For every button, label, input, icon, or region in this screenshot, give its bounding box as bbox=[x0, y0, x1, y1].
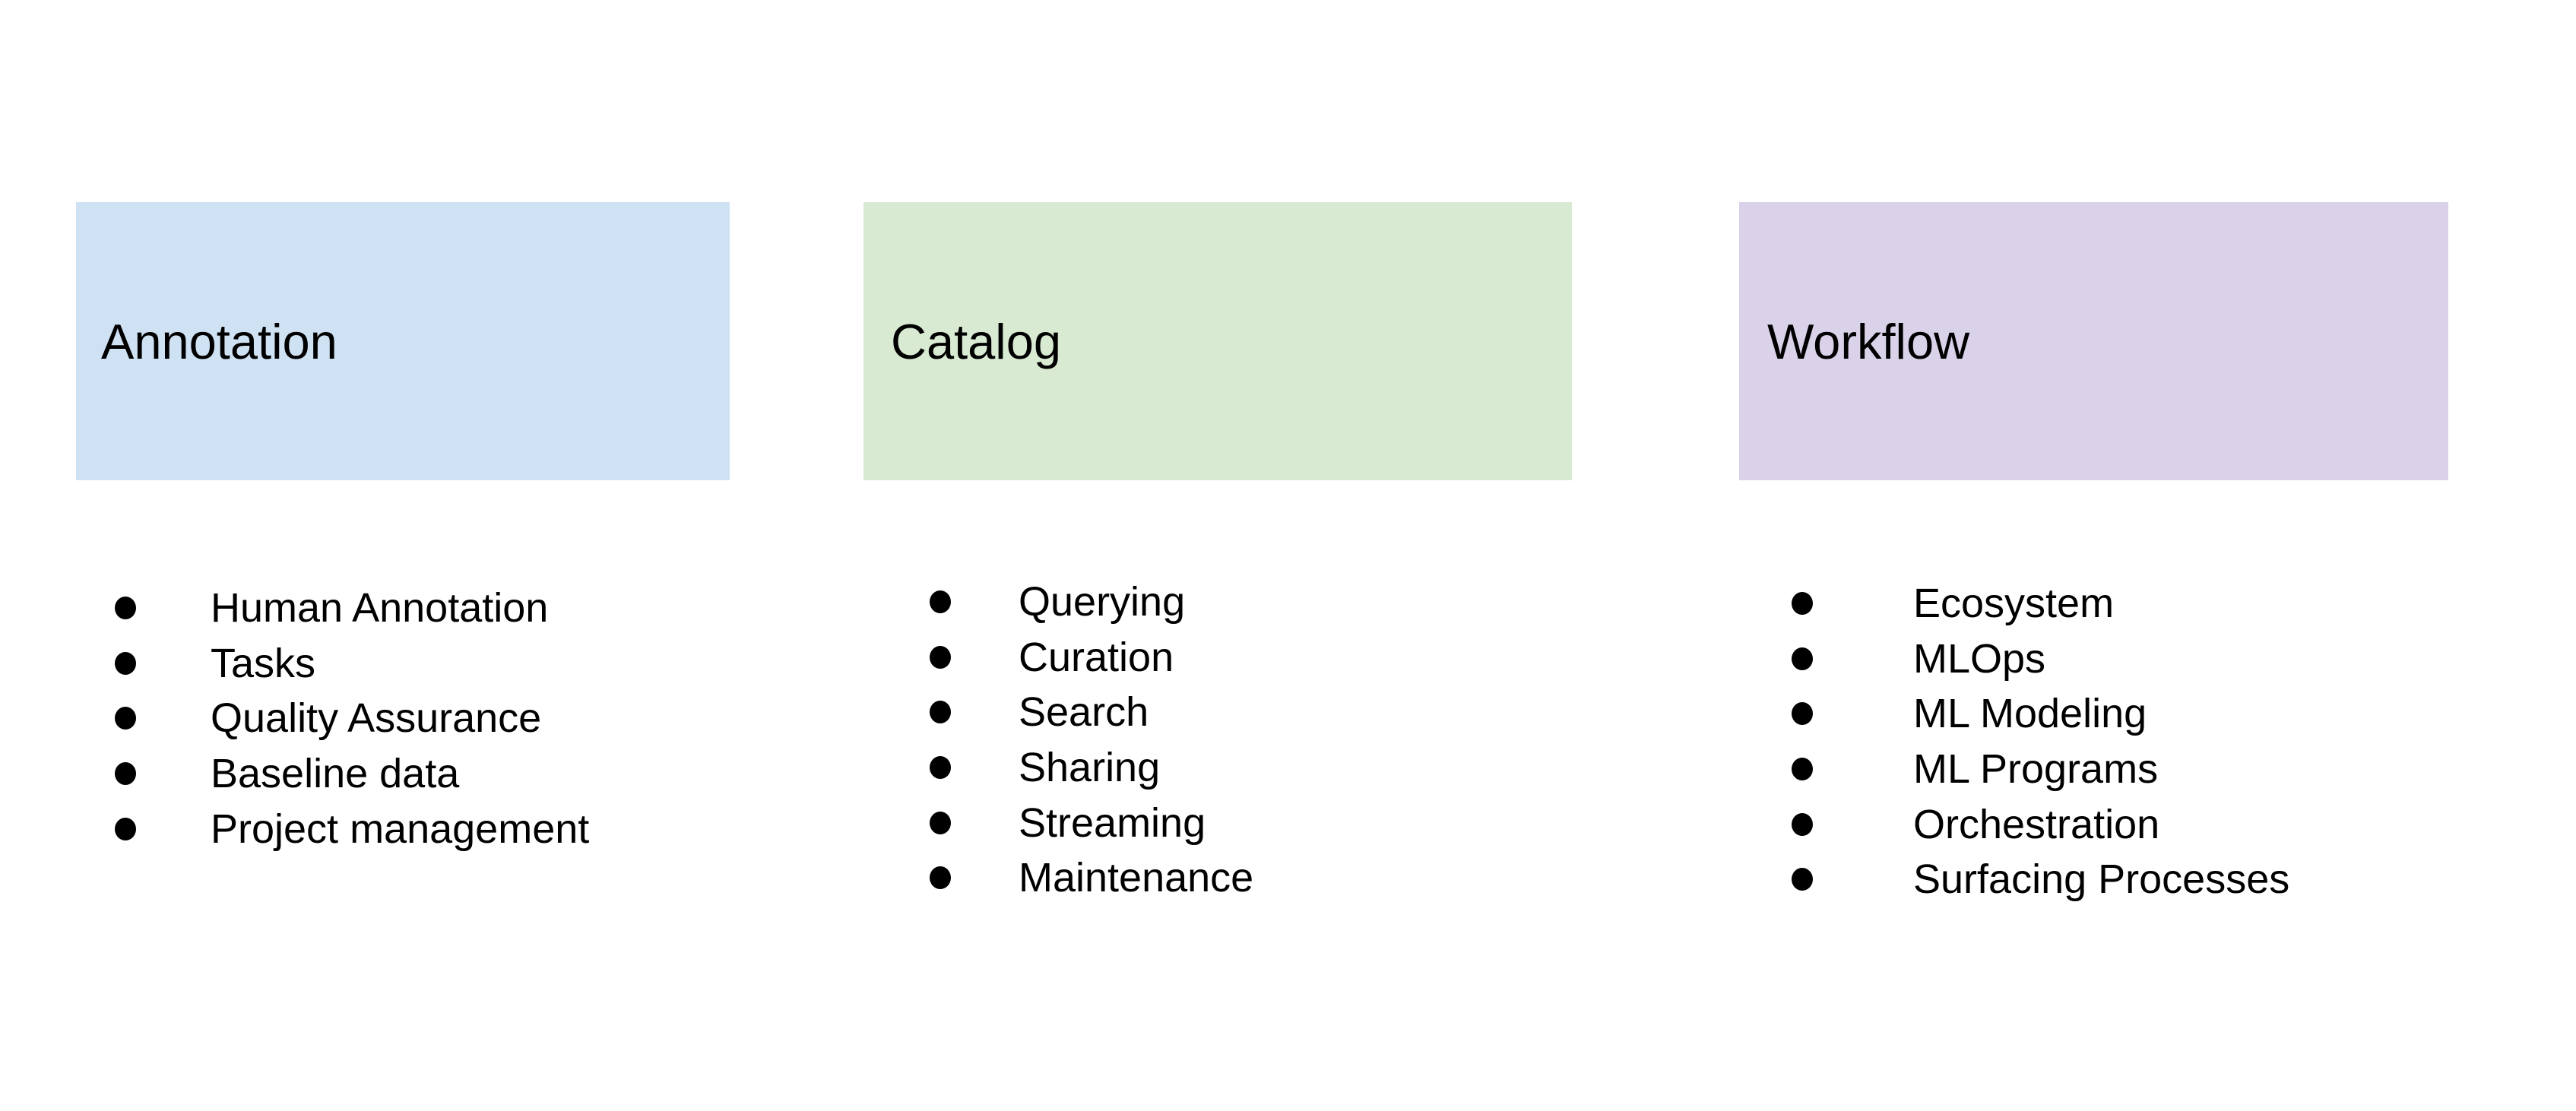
category-box-catalog: Catalog bbox=[863, 202, 1572, 480]
list-item: Human Annotation bbox=[115, 581, 589, 636]
bullet-icon bbox=[115, 597, 136, 620]
list-item: Maintenance bbox=[930, 850, 1253, 906]
list-item: Quality Assurance bbox=[115, 691, 589, 746]
list-item: Surfacing Processes bbox=[1792, 852, 2289, 907]
list-item: Sharing bbox=[930, 740, 1253, 796]
category-title-annotation: Annotation bbox=[101, 313, 337, 369]
bullet-icon bbox=[115, 651, 136, 675]
category-box-workflow: Workflow bbox=[1739, 202, 2448, 480]
list-item-label: Ecosystem bbox=[1913, 581, 2115, 627]
list-item-label: Querying bbox=[1019, 579, 1186, 625]
bullet-icon bbox=[1792, 812, 1813, 836]
list-item-label: Surfacing Processes bbox=[1913, 856, 2290, 903]
list-item-label: Project management bbox=[211, 806, 590, 852]
list-item-label: Baseline data bbox=[211, 751, 460, 797]
category-title-workflow: Workflow bbox=[1767, 313, 1970, 369]
list-item-label: Orchestration bbox=[1913, 801, 2160, 847]
list-item: Project management bbox=[115, 801, 589, 856]
bullet-icon bbox=[930, 811, 951, 834]
list-item-label: Quality Assurance bbox=[211, 695, 542, 742]
bullet-icon bbox=[1792, 868, 1813, 891]
list-item: ML Modeling bbox=[1792, 686, 2289, 742]
bullet-icon bbox=[930, 590, 951, 614]
bullet-icon bbox=[115, 762, 136, 786]
list-item: Querying bbox=[930, 574, 1253, 630]
list-item-label: ML Modeling bbox=[1913, 691, 2147, 737]
list-item: Baseline data bbox=[115, 746, 589, 802]
list-item-label: MLOps bbox=[1913, 635, 2046, 682]
category-title-catalog: Catalog bbox=[891, 313, 1062, 369]
list-item-label: Maintenance bbox=[1019, 855, 1254, 901]
list-item-label: Sharing bbox=[1019, 745, 1161, 791]
catalog-feature-list: Querying Curation Search Sharing Streami… bbox=[930, 574, 1253, 906]
bullet-icon bbox=[1792, 758, 1813, 781]
bullet-icon bbox=[1792, 592, 1813, 616]
bullet-icon bbox=[1792, 702, 1813, 726]
bullet-icon bbox=[115, 817, 136, 840]
list-item: Search bbox=[930, 685, 1253, 740]
list-item: Ecosystem bbox=[1792, 576, 2289, 631]
list-item-label: Tasks bbox=[211, 640, 316, 686]
bullet-icon bbox=[930, 645, 951, 669]
list-item-label: Search bbox=[1019, 689, 1149, 736]
bullet-icon bbox=[115, 707, 136, 730]
list-item-label: Human Annotation bbox=[211, 585, 549, 631]
list-item: Orchestration bbox=[1792, 796, 2289, 852]
list-item: MLOps bbox=[1792, 631, 2289, 687]
workflow-feature-list: Ecosystem MLOps ML Modeling ML Programs … bbox=[1792, 576, 2289, 907]
list-item: Curation bbox=[930, 630, 1253, 685]
list-item: ML Programs bbox=[1792, 742, 2289, 797]
list-item: Streaming bbox=[930, 795, 1253, 850]
bullet-icon bbox=[930, 701, 951, 724]
bullet-icon bbox=[930, 756, 951, 780]
bullet-icon bbox=[930, 866, 951, 890]
list-item-label: Curation bbox=[1019, 634, 1174, 680]
list-item-label: Streaming bbox=[1019, 799, 1206, 846]
list-item-label: ML Programs bbox=[1913, 746, 2159, 793]
list-item: Tasks bbox=[115, 636, 589, 692]
annotation-feature-list: Human Annotation Tasks Quality Assurance… bbox=[115, 581, 589, 856]
bullet-icon bbox=[1792, 647, 1813, 670]
category-box-annotation: Annotation bbox=[76, 202, 730, 480]
